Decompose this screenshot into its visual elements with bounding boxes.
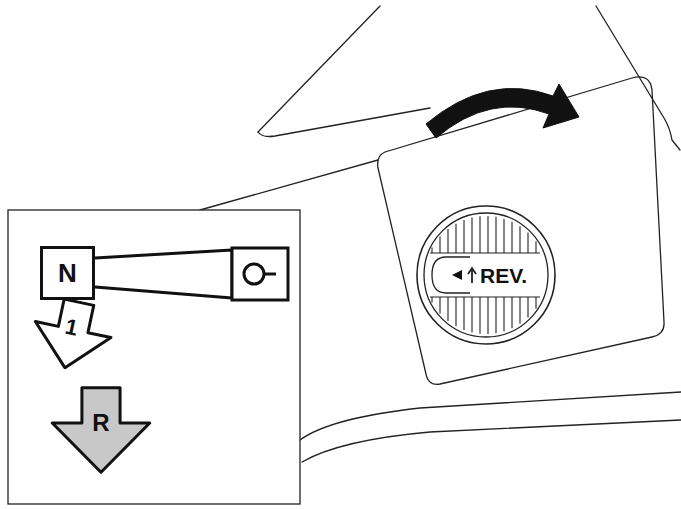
knurl-ridge (479, 297, 480, 334)
panel-edge (300, 392, 681, 440)
label-text: REV. (480, 265, 527, 286)
knurl-ridge (503, 297, 504, 331)
knurl-ridge (471, 297, 472, 332)
position-box: N (40, 246, 95, 300)
label-text: R (92, 411, 109, 435)
knob-rim (417, 206, 555, 344)
knurl-ridge (471, 218, 472, 253)
panel-edge (596, 6, 680, 150)
step-arrow: 1 (24, 292, 121, 378)
knurl-ridge (503, 219, 504, 253)
key-hole (264, 273, 276, 276)
knurl-ridge (511, 222, 512, 253)
knurl-ridge (527, 297, 528, 318)
reverse-triangle (452, 270, 462, 280)
knurl-ridge (479, 216, 480, 253)
reverse-up-arrow (468, 268, 476, 283)
knurl-ridge (463, 297, 464, 330)
key-shaft (95, 250, 232, 298)
step-arrow: R (48, 386, 154, 474)
rotation-arrow (426, 84, 579, 138)
panel-edge (258, 6, 380, 132)
knurl-ridge (455, 224, 456, 253)
knurl-ridge (495, 217, 496, 253)
knurl-ridge (431, 248, 432, 253)
knurl-ridge (487, 297, 488, 334)
knurl-ridge (447, 229, 448, 253)
panel-edge (302, 420, 681, 462)
knurl-ridge (495, 297, 496, 333)
knurl-ridge (439, 297, 440, 314)
knurl-ridge (487, 216, 488, 253)
key-hole (244, 264, 264, 284)
switch-panel (378, 77, 664, 384)
knurl-ridge (535, 241, 536, 253)
knurl-ridge (439, 236, 440, 253)
knurl-ridge (431, 297, 432, 302)
knurl-edge (430, 252, 540, 253)
panel-edge (258, 108, 430, 137)
knurl-ridge (527, 232, 528, 253)
reverse-bracket (432, 257, 470, 293)
panel-edge (200, 160, 378, 210)
knurling (432, 216, 536, 334)
knurl-ridge (447, 297, 448, 321)
knurl-ridge (519, 226, 520, 253)
knurl-ridge (455, 297, 456, 326)
knurl-ridge (511, 297, 512, 328)
arrow-outline (27, 294, 117, 376)
arrow-outline (52, 388, 150, 472)
knob-label: REV. (478, 261, 548, 289)
key-grip (232, 248, 288, 300)
knurl-ridge (535, 297, 536, 309)
knurl-edge (430, 296, 540, 297)
knob-face (424, 213, 548, 337)
label-text: N (58, 260, 77, 286)
knurl-ridge (463, 220, 464, 253)
inset-frame (8, 210, 300, 504)
knurl-ridge (519, 297, 520, 324)
